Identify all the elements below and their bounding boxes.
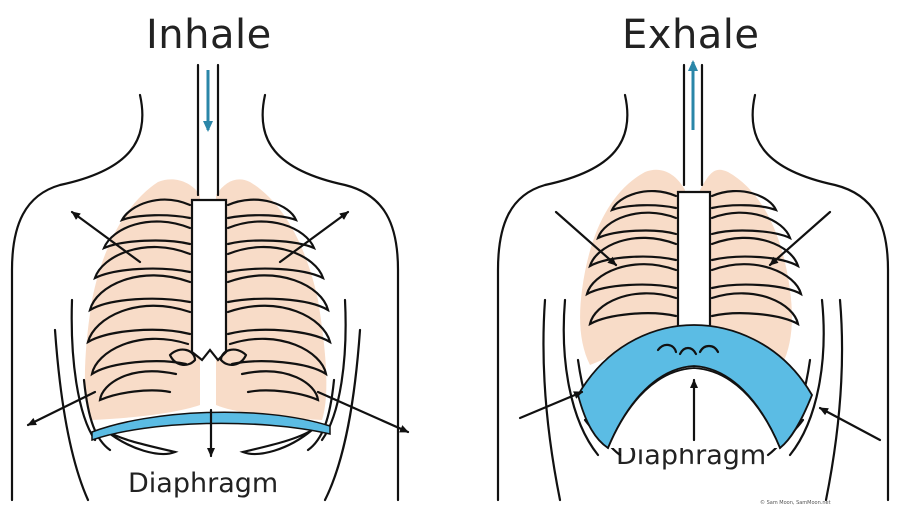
- inhale-panel: [12, 65, 408, 500]
- exhale-panel: [498, 65, 888, 500]
